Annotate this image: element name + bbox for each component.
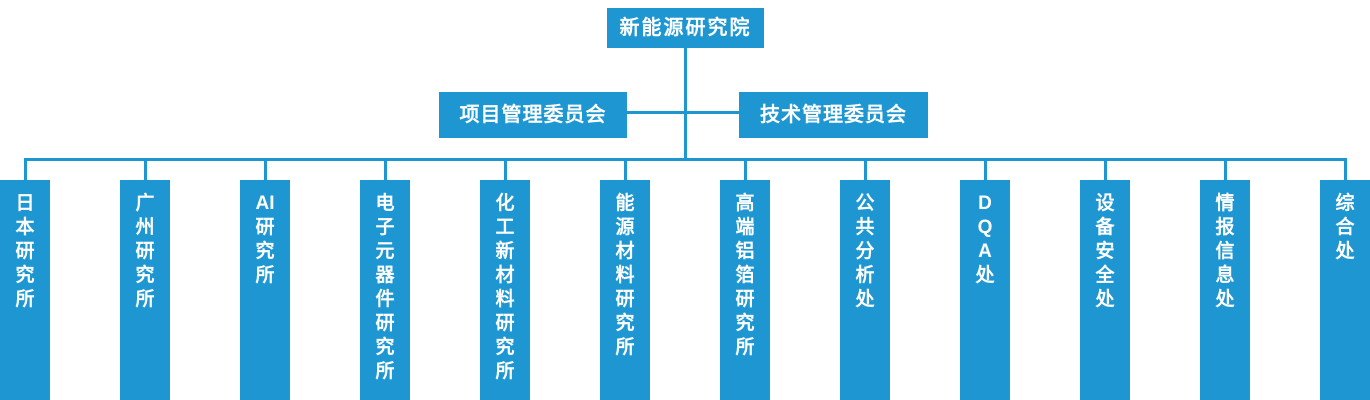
dept-line: 处 xyxy=(975,265,995,286)
dept-column-5: 能源材料研究所 xyxy=(600,180,650,400)
dept-line: 所 xyxy=(495,361,515,382)
dept-line: 材 xyxy=(615,241,635,262)
dept-line: 分 xyxy=(855,241,875,262)
rail-connector xyxy=(143,158,147,180)
dept-line: 处 xyxy=(1095,289,1115,310)
rail-connector xyxy=(503,158,507,180)
dept-line: 处 xyxy=(1215,289,1235,310)
dept-line: Q xyxy=(977,217,993,238)
dept-line: 研 xyxy=(375,313,395,334)
dept-column-3: 电子元器件研究所 xyxy=(360,180,410,400)
rail-connector xyxy=(863,158,867,180)
dept-line: 综 xyxy=(1335,193,1355,214)
dept-line: 州 xyxy=(135,217,155,238)
rail-connector xyxy=(983,158,987,180)
dept-line: 箔 xyxy=(735,265,755,286)
department-rail-line xyxy=(24,158,1345,161)
dept-line: 究 xyxy=(15,265,35,286)
dept-column-2: AI 研究所 xyxy=(240,180,290,400)
dept-line: 元 xyxy=(375,241,395,262)
dept-line: 全 xyxy=(1095,265,1115,286)
dept-line: 报 xyxy=(1215,217,1235,238)
dept-column-7: 公共分析处 xyxy=(840,180,890,400)
dept-line: 所 xyxy=(615,337,635,358)
dept-line: 究 xyxy=(495,337,515,358)
dept-line: 研 xyxy=(255,217,275,238)
dept-line: 端 xyxy=(735,217,755,238)
dept-line: 研 xyxy=(495,313,515,334)
dept-line: 所 xyxy=(255,265,275,286)
dept-line: 信 xyxy=(1215,241,1235,262)
dept-line: 公 xyxy=(855,193,875,214)
dept-line: 合 xyxy=(1335,217,1355,238)
dept-line: 息 xyxy=(1215,265,1235,286)
dept-line: 料 xyxy=(615,265,635,286)
rail-connector xyxy=(1343,158,1347,180)
dept-line: 情 xyxy=(1215,193,1235,214)
dept-line: 材 xyxy=(495,265,515,286)
dept-line: 子 xyxy=(375,217,395,238)
rail-connector xyxy=(1223,158,1227,180)
dept-line: 器 xyxy=(375,265,395,286)
dept-column-9: 设备安全处 xyxy=(1080,180,1130,400)
dept-line: 件 xyxy=(375,289,395,310)
dept-line: 究 xyxy=(735,313,755,334)
dept-column-4: 化工新材料研究所 xyxy=(480,180,530,400)
dept-column-10: 情报信息处 xyxy=(1200,180,1250,400)
dept-column-0: 日本研究所 xyxy=(0,180,50,400)
dept-line: 究 xyxy=(255,241,275,262)
dept-line: 广 xyxy=(135,193,155,214)
committee-cross-line xyxy=(627,111,739,114)
rail-connector xyxy=(263,158,267,180)
dept-line: 所 xyxy=(15,289,35,310)
dept-line: 日 xyxy=(15,193,35,214)
dept-line: 本 xyxy=(15,217,35,238)
dept-line: 备 xyxy=(1095,217,1115,238)
dept-line: 工 xyxy=(495,217,515,238)
dept-line: D xyxy=(978,193,992,214)
dept-line: 所 xyxy=(735,337,755,358)
dept-line: 研 xyxy=(135,241,155,262)
dept-line: 料 xyxy=(495,289,515,310)
dept-line: 研 xyxy=(615,289,635,310)
rail-connector xyxy=(383,158,387,180)
dept-line: 源 xyxy=(615,217,635,238)
dept-line: 研 xyxy=(15,241,35,262)
rail-connector xyxy=(623,158,627,180)
committee-node-technology-management: 技术管理委员会 xyxy=(739,92,928,138)
dept-line: 处 xyxy=(855,289,875,310)
dept-line: 所 xyxy=(135,289,155,310)
rail-connector xyxy=(23,158,27,180)
dept-line: 究 xyxy=(135,265,155,286)
rail-connector xyxy=(1103,158,1107,180)
dept-line: 所 xyxy=(375,361,395,382)
dept-line: AI xyxy=(255,193,275,214)
committee-node-project-management: 项目管理委员会 xyxy=(439,92,627,138)
dept-line: 新 xyxy=(495,241,515,262)
rail-connector xyxy=(743,158,747,180)
dept-line: 能 xyxy=(615,193,635,214)
dept-line: A xyxy=(978,241,992,262)
root-drop-line xyxy=(684,48,687,158)
dept-line: 铝 xyxy=(735,241,755,262)
dept-line: 究 xyxy=(615,313,635,334)
dept-line: 高 xyxy=(735,193,755,214)
dept-line: 化 xyxy=(495,193,515,214)
dept-line: 究 xyxy=(375,337,395,358)
dept-line: 析 xyxy=(855,265,875,286)
dept-line: 设 xyxy=(1095,193,1115,214)
dept-column-1: 广州研究所 xyxy=(120,180,170,400)
dept-line: 电 xyxy=(375,193,395,214)
dept-column-11: 综合处 xyxy=(1320,180,1370,400)
dept-line: 研 xyxy=(735,289,755,310)
root-node: 新能源研究院 xyxy=(607,8,764,48)
dept-column-6: 高端铝箔研究所 xyxy=(720,180,770,400)
dept-line: 安 xyxy=(1095,241,1115,262)
dept-line: 处 xyxy=(1335,241,1355,262)
dept-line: 共 xyxy=(855,217,875,238)
